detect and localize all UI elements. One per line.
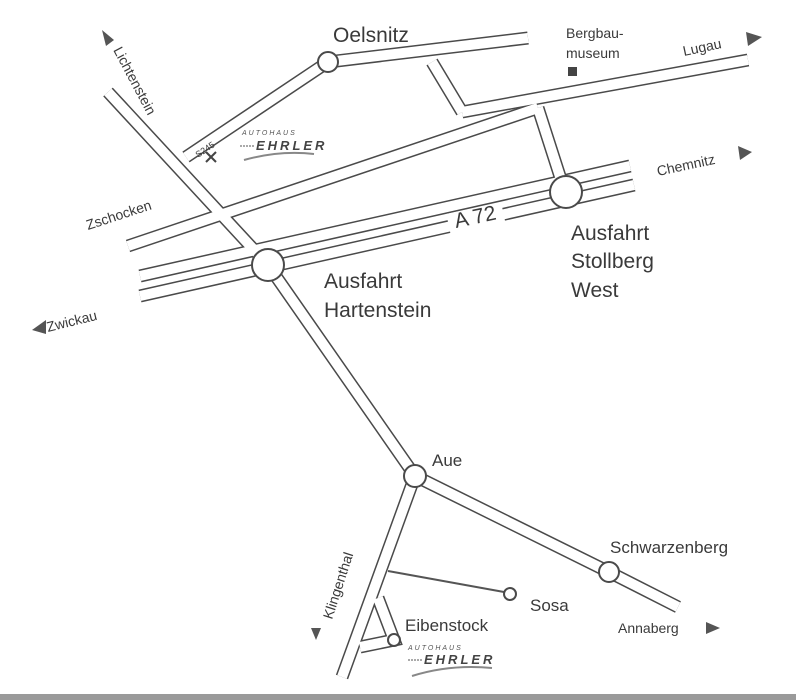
logo-bottom-line2: EHRLER	[424, 652, 495, 667]
junction-schwarzenberg	[598, 561, 620, 583]
logo-autohaus-ehrler-bottom: AUTOHAUS EHRLER	[407, 645, 495, 677]
label-hartenstein-2: Hartenstein	[324, 299, 431, 322]
lugau-arrow-icon	[746, 32, 762, 46]
klingenthal-arrow-icon	[311, 628, 321, 640]
junction-stollberg-west	[549, 175, 583, 209]
label-lugau: Lugau	[681, 35, 722, 59]
annaberg-arrow-icon	[706, 622, 720, 634]
label-schwarzenberg: Schwarzenberg	[610, 538, 728, 557]
junction-sosa	[503, 587, 517, 601]
logo-bottom-line1: AUTOHAUS	[407, 645, 463, 652]
label-annaberg: Annaberg	[618, 620, 679, 636]
dealer-cross-icon	[205, 151, 217, 163]
junctions	[251, 51, 620, 647]
chemnitz-arrow-icon	[738, 146, 752, 160]
labels: Oelsnitz Bergbau- museum Lugau Lichtenst…	[32, 24, 762, 640]
label-stollberg-3: West	[571, 279, 619, 302]
roads	[103, 31, 750, 680]
logo-top-line2: EHRLER	[256, 138, 327, 153]
museum-square-icon	[568, 67, 577, 76]
junction-eibenstock	[387, 633, 401, 647]
logo-autohaus-ehrler-top: AUTOHAUS EHRLER	[240, 130, 327, 161]
junction-oelsnitz	[317, 51, 339, 73]
label-bergbau-2: museum	[566, 45, 620, 61]
a72-label-gap	[446, 202, 506, 236]
lichtenstein-arrow-icon	[102, 30, 114, 46]
label-bergbau-1: Bergbau-	[566, 25, 624, 41]
bottom-border	[0, 694, 796, 700]
label-aue: Aue	[432, 451, 462, 470]
label-oelsnitz: Oelsnitz	[333, 24, 409, 47]
label-klingenthal: Klingenthal	[320, 550, 357, 621]
zwickau-arrow-icon	[32, 320, 46, 334]
label-eibenstock: Eibenstock	[405, 616, 489, 635]
label-zschocken: Zschocken	[84, 197, 153, 233]
label-zwickau: Zwickau	[45, 307, 99, 335]
label-stollberg-1: Ausfahrt	[571, 222, 649, 245]
junction-hartenstein	[251, 248, 285, 282]
label-hartenstein-1: Ausfahrt	[324, 270, 402, 293]
label-chemnitz: Chemnitz	[655, 151, 716, 179]
road-sosa	[387, 570, 505, 593]
label-sosa: Sosa	[530, 596, 569, 615]
label-stollberg-2: Stollberg	[571, 250, 654, 273]
logo-top-line1: AUTOHAUS	[241, 130, 297, 137]
junction-aue	[403, 464, 427, 488]
